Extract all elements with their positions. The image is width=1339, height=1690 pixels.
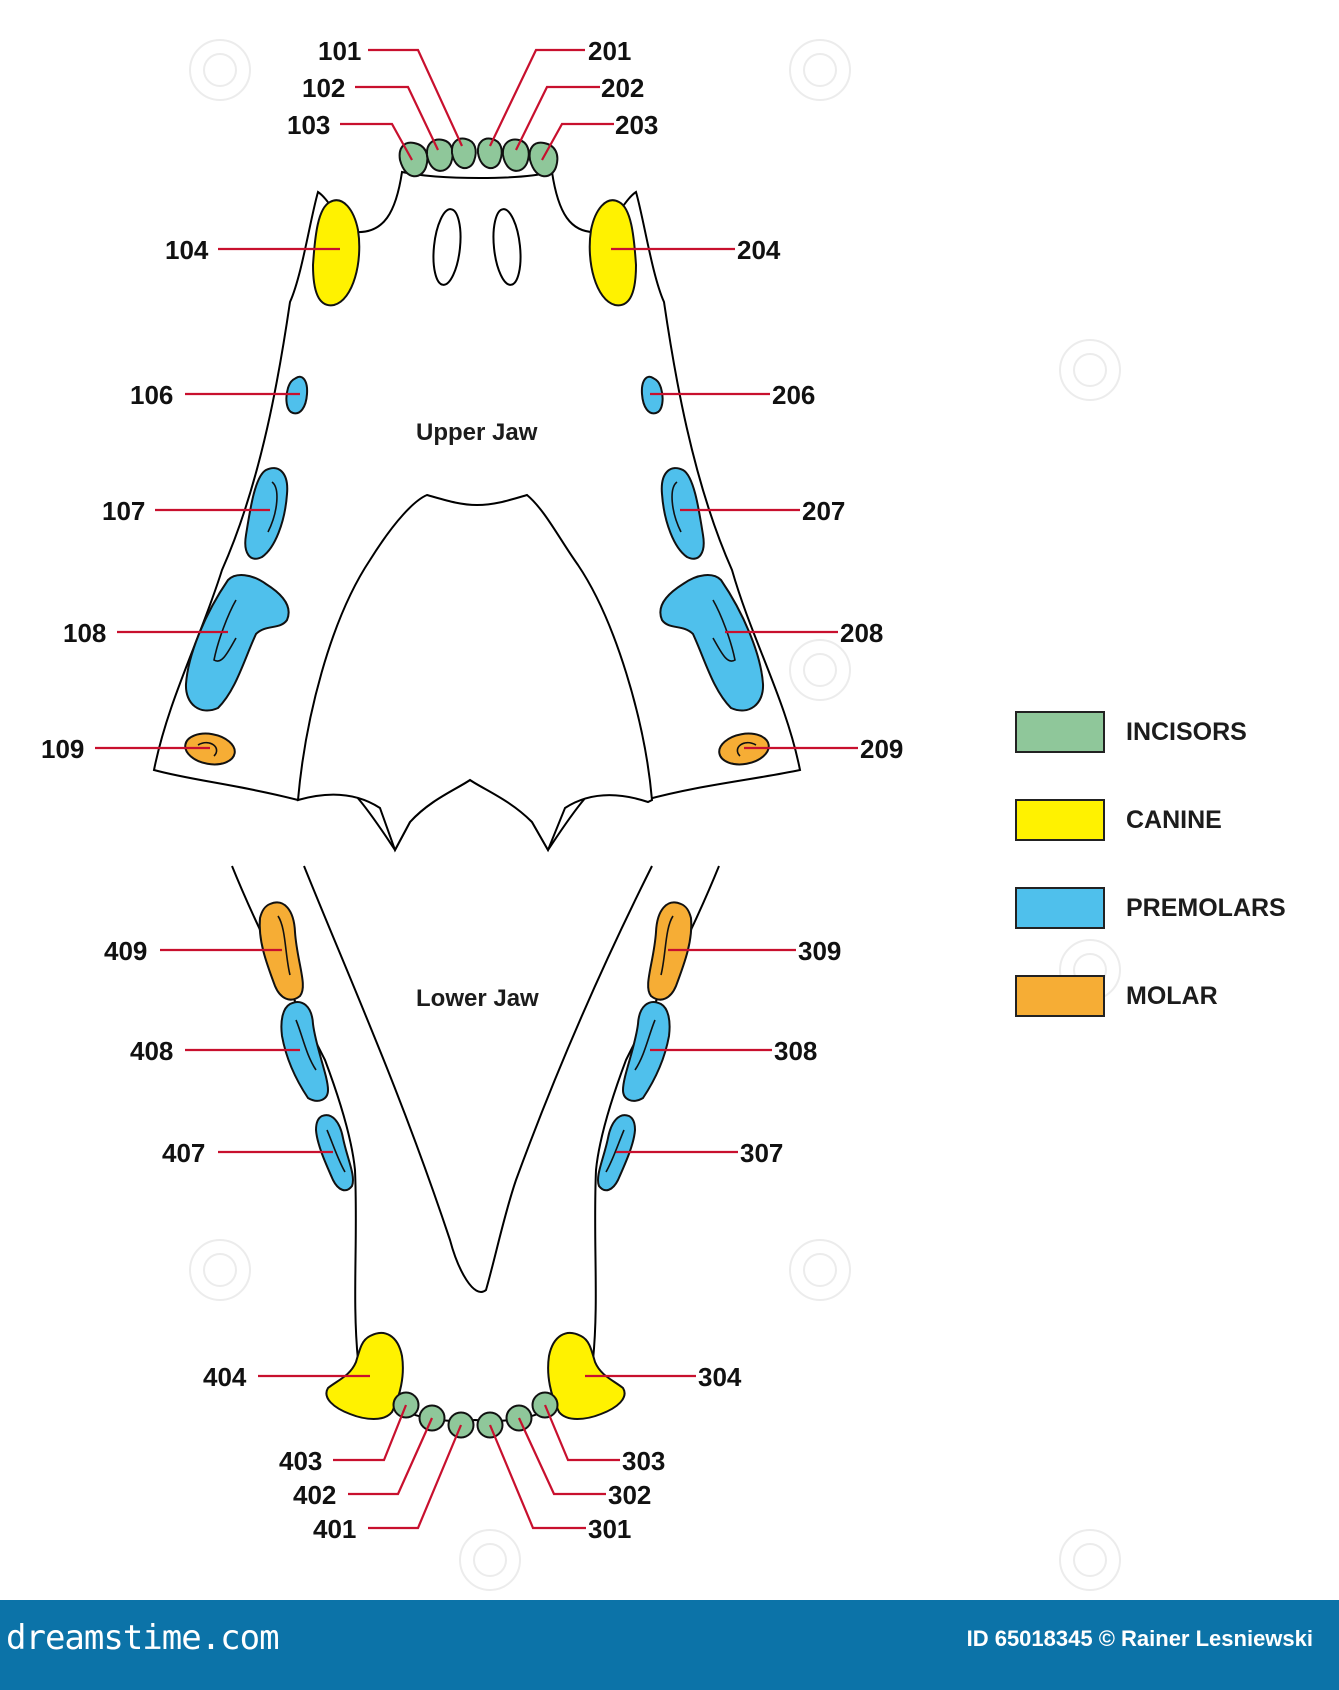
tooth-label-206: 206 (772, 380, 815, 410)
tooth-label-202: 202 (601, 73, 644, 103)
incisor-202 (501, 138, 530, 172)
tooth-label-102: 102 (302, 73, 345, 103)
image-credit: ID 65018345 © Rainer Lesniewski (966, 1626, 1313, 1651)
premolar-308 (621, 1001, 671, 1102)
tooth-label-309: 309 (798, 936, 841, 966)
soft-palate-outline (296, 493, 654, 853)
legend-label-canine: CANINE (1126, 806, 1222, 834)
upper-incisors (398, 137, 559, 178)
premolar-407 (314, 1114, 354, 1192)
palatine-fissure-right (492, 208, 522, 286)
premolar-308-groove (634, 1019, 656, 1071)
leader-201 (489, 48, 585, 147)
tooth-label-303: 303 (622, 1446, 665, 1476)
premolar-407-groove (326, 1129, 346, 1173)
stock-footer-bar: dreamstime.com ID 65018345 © Rainer Lesn… (0, 1600, 1339, 1690)
molar-309-groove (660, 915, 674, 976)
tooth-label-403: 403 (279, 1446, 322, 1476)
tooth-label-201: 201 (588, 36, 631, 66)
incisor-101 (450, 137, 477, 170)
tooth-label-101: 101 (318, 36, 361, 66)
leader-302 (518, 1417, 606, 1496)
tooth-label-408: 408 (130, 1036, 173, 1066)
tooth-label-108: 108 (63, 618, 106, 648)
tooth-label-207: 207 (802, 496, 845, 526)
premolar-207-groove (671, 481, 682, 533)
tooth-numbers: 101 102 103 201 202 203 104 204 106 206 … (41, 36, 903, 1544)
tooth-label-308: 308 (774, 1036, 817, 1066)
premolar-108-groove (213, 599, 237, 662)
legend-swatch-molar (1015, 975, 1105, 1017)
leader-402 (348, 1417, 434, 1496)
leader-401 (368, 1424, 463, 1530)
tooth-label-203: 203 (615, 110, 658, 140)
tooth-label-209: 209 (860, 734, 903, 764)
lower-jaw-label: Lower Jaw (416, 985, 539, 1012)
tooth-label-109: 109 (41, 734, 84, 764)
canine-204 (588, 199, 638, 307)
tooth-label-307: 307 (740, 1138, 783, 1168)
legend-label-molar: MOLAR (1126, 982, 1218, 1010)
palatine-fissure-left (432, 208, 462, 286)
leader-102 (355, 85, 439, 151)
premolar-107-groove (267, 481, 278, 533)
tooth-label-401: 401 (313, 1514, 356, 1544)
tooth-label-407: 407 (162, 1138, 205, 1168)
upper-jaw-label: Upper Jaw (416, 419, 538, 446)
premolar-108 (184, 574, 290, 712)
incisor-103 (398, 141, 429, 178)
legend-label-premolars: PREMOLARS (1126, 894, 1286, 922)
legend-swatch-incisors (1015, 711, 1105, 753)
leader-303 (543, 1404, 620, 1462)
canine-104 (311, 199, 361, 307)
molar-209-groove (736, 741, 757, 757)
incisor-201 (476, 137, 503, 170)
tooth-label-106: 106 (130, 380, 173, 410)
leader-301 (488, 1424, 586, 1530)
tooth-label-208: 208 (840, 618, 883, 648)
leader-403 (333, 1404, 408, 1462)
leader-103 (340, 122, 413, 161)
tooth-label-107: 107 (102, 496, 145, 526)
tooth-label-301: 301 (588, 1514, 631, 1544)
premolar-408-groove (295, 1019, 317, 1071)
tooth-label-103: 103 (287, 110, 330, 140)
tooth-label-204: 204 (737, 235, 781, 265)
molar-109-groove (197, 741, 218, 757)
tooth-label-302: 302 (608, 1480, 651, 1510)
lower-jaw-outline (231, 865, 720, 1422)
dental-chart-diagram: Upper Jaw Lower Jaw (41, 36, 1286, 1591)
leader-202 (515, 85, 600, 151)
premolar-307-groove (605, 1129, 625, 1173)
lower-jaw-inner-v (303, 865, 653, 1293)
tooth-label-409: 409 (104, 936, 147, 966)
legend-swatch-premolars (1015, 887, 1105, 929)
incisor-102 (425, 138, 454, 172)
legend: INCISORS CANINE PREMOLARS MOLAR (1015, 711, 1286, 1017)
tooth-label-404: 404 (203, 1362, 247, 1392)
molar-409-groove (277, 915, 291, 976)
premolar-208 (659, 574, 765, 712)
leader-101 (368, 48, 463, 147)
tooth-label-304: 304 (698, 1362, 742, 1392)
brand-logo-text: dreamstime.com (6, 1618, 280, 1658)
tooth-label-104: 104 (165, 235, 209, 265)
legend-swatch-canine (1015, 799, 1105, 841)
legend-label-incisors: INCISORS (1126, 718, 1247, 746)
premolar-208-groove (712, 599, 736, 662)
tooth-label-402: 402 (293, 1480, 336, 1510)
premolar-408 (280, 1001, 330, 1102)
leader-203 (541, 122, 614, 161)
leader-lines (95, 48, 858, 1530)
